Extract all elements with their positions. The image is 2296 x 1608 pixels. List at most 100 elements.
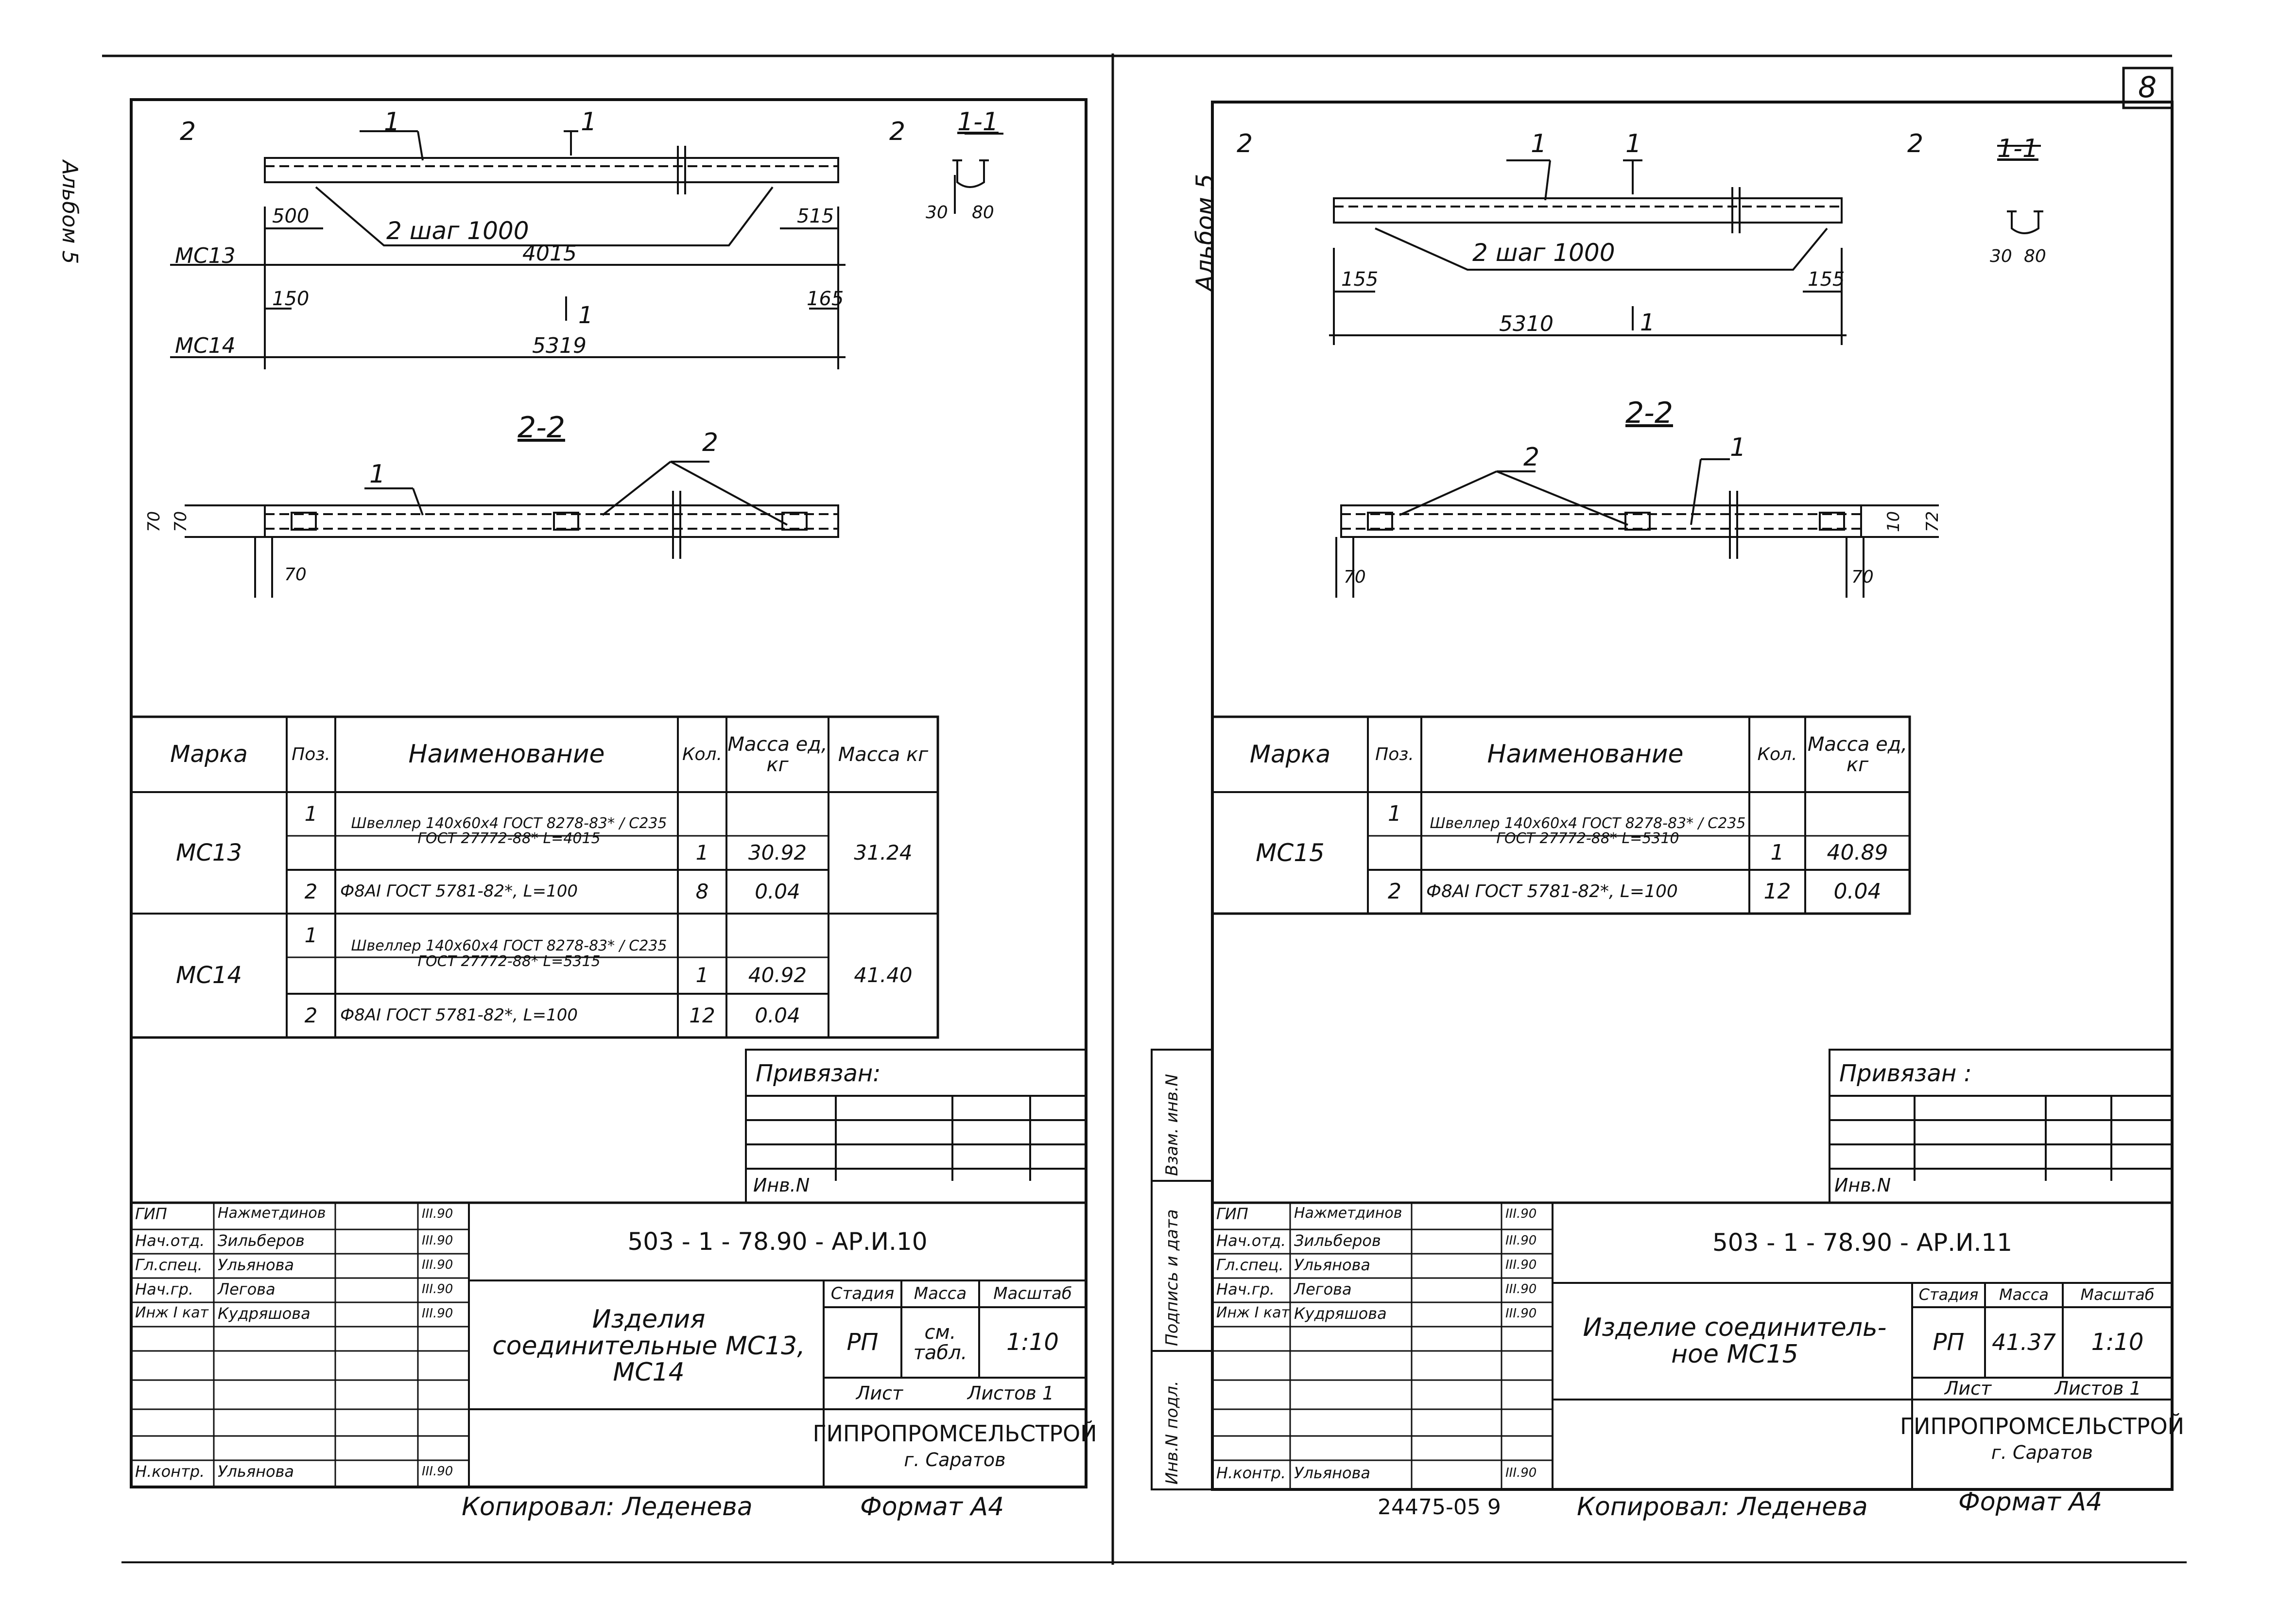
right-side-col-signature: Подпись и дата [1162, 1209, 1182, 1346]
left-role-3: Нач.гр. [135, 1280, 194, 1298]
left-row1-qty1: 1 [695, 840, 709, 865]
left-stamp-sheets: Листов 1 [967, 1382, 1054, 1404]
right-stamp-scale: 1:10 [2091, 1329, 2144, 1356]
left-row1-unit2: 0.04 [755, 879, 800, 903]
left-dim-80: 80 [972, 203, 994, 223]
right-viewmark-d: 2 [1907, 129, 1924, 158]
left-stamp-stage: РП [846, 1329, 879, 1356]
left-name-9: Ульянова [218, 1462, 294, 1481]
left-row2-qty1: 1 [695, 963, 709, 987]
left-privyazan: Привязан: [756, 1060, 881, 1087]
left-dim-165: 165 [807, 288, 844, 310]
left-table-header-name: Наименование [408, 740, 605, 769]
right-dim-70a: 70 [1344, 567, 1366, 587]
left-dim-70c: 70 [284, 565, 307, 585]
right-stamp-code: 503 - 1 - 78.90 - АР.И.11 [1712, 1228, 2013, 1257]
right-table-header-pos: Поз. [1375, 744, 1414, 764]
right-stamp-sheet: Лист [1944, 1377, 1992, 1399]
right-row1-name2: Ф8АI ГОСТ 5781-82*, L=100 [1426, 882, 1678, 902]
right-side-col-inv-podl: Инв.N подл. [1162, 1381, 1182, 1485]
left-row2-unit2: 0.04 [755, 1003, 800, 1027]
left-dim-500: 500 [272, 205, 310, 227]
right-date-2: III.90 [1505, 1258, 1537, 1272]
right-section-1-1: 1-1 [1997, 134, 2038, 163]
right-table-header-qty: Кол. [1757, 744, 1797, 764]
left-row2-pos1: 1 [304, 923, 318, 947]
right-viewmark-b: 1 [1625, 129, 1642, 158]
left-row2-qty2: 12 [689, 1003, 715, 1027]
right-privyazan: Привязан : [1839, 1060, 1972, 1087]
right-row1-pos2: 2 [1388, 879, 1401, 904]
left-stamp-mass-h: Масса [914, 1283, 967, 1303]
left-table-header-total-mass: Масса кг [838, 743, 929, 766]
left-date-1: III.90 [422, 1233, 453, 1248]
left-dim-70a: 70 [144, 511, 164, 532]
left-row2-pos2: 2 [304, 1003, 318, 1027]
right-date-1: III.90 [1505, 1233, 1537, 1248]
right-mid-leader-2: 2 [1523, 443, 1540, 472]
right-row1-unit1: 40.89 [1827, 840, 1888, 865]
right-dim-5310: 5310 [1499, 311, 1554, 336]
left-date-9: III.90 [422, 1464, 453, 1479]
left-mid-leader-2: 2 [702, 428, 719, 457]
right-role-4: Инж I кат [1216, 1304, 1290, 1321]
left-table-header-pos: Поз. [292, 744, 330, 764]
left-viewmark-b: 1 [581, 107, 597, 137]
right-date-0: III.90 [1505, 1207, 1537, 1221]
left-viewmark-c: 1 [578, 302, 593, 329]
left-row2-unit1: 40.92 [748, 963, 807, 987]
right-row1-qty2: 12 [1763, 879, 1791, 904]
left-side-label: Альбом 5 [57, 160, 82, 264]
left-row1-pos2: 2 [304, 879, 318, 903]
right-table-header-name: Наименование [1487, 740, 1684, 769]
left-row1-name2: Ф8АI ГОСТ 5781-82*, L=100 [340, 882, 578, 901]
right-dim-155b: 155 [1808, 268, 1845, 291]
right-viewmark-a: 2 [1237, 129, 1253, 158]
right-stamp-title: Изделие соединитель- ное МС15 [1583, 1313, 1887, 1369]
right-dim-10: 10 [1884, 511, 1903, 532]
left-name-1: Зильберов [218, 1231, 305, 1250]
left-dim-150: 150 [272, 288, 310, 310]
left-row2-name1: Швеллер 140х60х4 ГОСТ 8278-83* / С235 ГО… [351, 937, 667, 970]
right-side-col-vzam: Взам. инв.N [1162, 1073, 1182, 1176]
left-name-2: Ульянова [218, 1256, 294, 1274]
left-role-1: Нач.отд. [135, 1231, 205, 1250]
right-row1-name1: Швеллер 140х60х4 ГОСТ 8278-83* / С235 ГО… [1430, 814, 1746, 847]
left-name-4: Кудряшова [218, 1304, 311, 1323]
left-mark-mc14: МС14 [175, 333, 236, 358]
right-stamp-sheets: Листов 1 [2054, 1377, 2141, 1399]
left-format: Формат А4 [860, 1492, 1004, 1522]
left-row1-name1: Швеллер 140х60х4 ГОСТ 8278-83* / С235 ГО… [351, 814, 667, 847]
left-date-0: III.90 [422, 1207, 453, 1221]
right-stamp-mass: 41.37 [1992, 1329, 2056, 1356]
right-table-header-mark: Марка [1249, 740, 1331, 769]
right-row1-qty1: 1 [1770, 840, 1784, 865]
right-dim-70b: 70 [1851, 567, 1874, 587]
right-dim-30: 30 [1990, 246, 2012, 266]
left-viewmark-a: 2 [180, 117, 196, 146]
left-stamp-code: 503 - 1 - 78.90 - АР.И.10 [627, 1227, 928, 1256]
left-row1-qty2: 8 [695, 879, 709, 903]
right-date-4: III.90 [1505, 1306, 1537, 1321]
left-stamp-mass: см. табл. [913, 1321, 967, 1364]
left-mid-leader-1: 1 [369, 460, 386, 489]
right-role-0: ГИП [1216, 1205, 1248, 1223]
right-inv: Инв.N [1834, 1175, 1891, 1196]
left-role-4: Инж I кат [135, 1304, 208, 1321]
left-dim-30: 30 [926, 203, 948, 223]
right-format: Формат А4 [1958, 1487, 2103, 1517]
right-dim-72: 72 [1923, 511, 1942, 532]
left-dim-5319: 5319 [532, 333, 587, 358]
left-row1-unit1: 30.92 [748, 840, 807, 865]
right-dim-80: 80 [2024, 246, 2046, 266]
right-leader-1: 1 [1531, 129, 1547, 158]
right-name-9: Ульянова [1294, 1464, 1371, 1482]
right-section-2-2: 2-2 [1625, 396, 1673, 430]
right-stamp-mass-h: Масса [1999, 1285, 2049, 1304]
left-name-0: Нажметдинов [218, 1205, 326, 1222]
right-date-3: III.90 [1505, 1282, 1537, 1297]
right-leader-2: 2 шаг 1000 [1472, 239, 1615, 267]
left-dim-515: 515 [797, 205, 834, 227]
left-date-4: III.90 [422, 1306, 453, 1321]
right-name-1: Зильберов [1294, 1231, 1381, 1250]
